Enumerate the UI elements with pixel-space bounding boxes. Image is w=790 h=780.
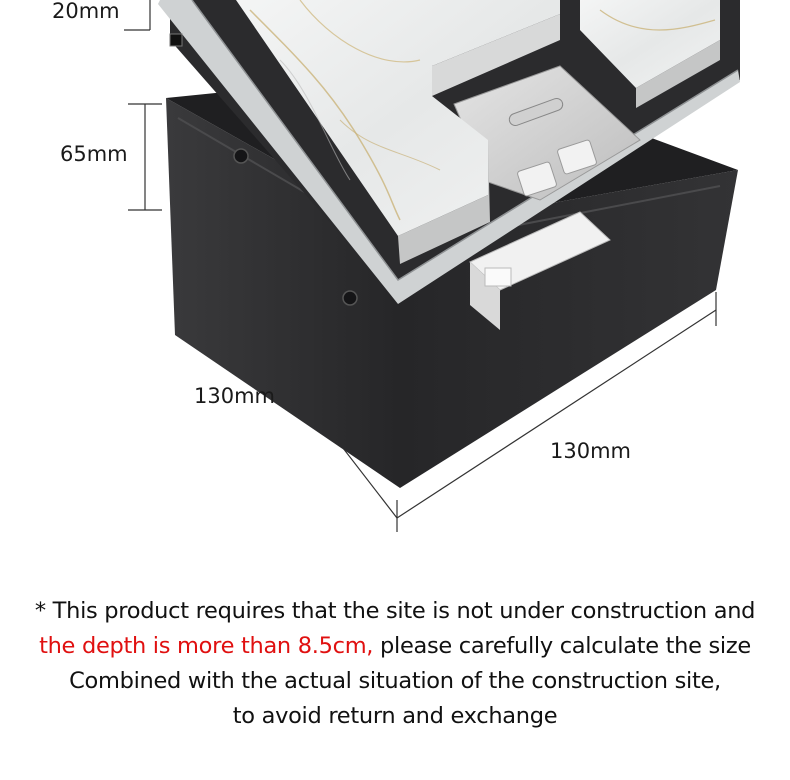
dimension-label-top-frame: 20mm	[52, 0, 120, 23]
product-figure: 20mm 65mm 130mm 130mm	[52, 0, 740, 532]
installation-note: * This product requires that the site is…	[0, 594, 790, 734]
note-warning-highlight: the depth is more than 8.5cm,	[39, 633, 374, 659]
note-line-3: Combined with the actual situation of th…	[69, 668, 721, 694]
screw-icon	[233, 148, 249, 164]
note-line-4: to avoid return and exchange	[232, 703, 558, 729]
note-line-2-rest: please carefully calculate the size	[373, 633, 751, 659]
dimension-label-width-left: 130mm	[194, 384, 275, 408]
dimension-label-width-right: 130mm	[550, 439, 631, 463]
dimension-label-box-height: 65mm	[60, 142, 128, 166]
marble-cover	[236, 0, 720, 264]
floor-box-illustration	[124, 0, 740, 532]
screw-icon	[342, 290, 358, 306]
socket-plug	[469, 211, 611, 330]
note-line-1: * This product requires that the site is…	[34, 598, 756, 624]
socket-panel	[453, 65, 641, 201]
note-line-2: the depth is more than 8.5cm, please car…	[0, 629, 790, 664]
